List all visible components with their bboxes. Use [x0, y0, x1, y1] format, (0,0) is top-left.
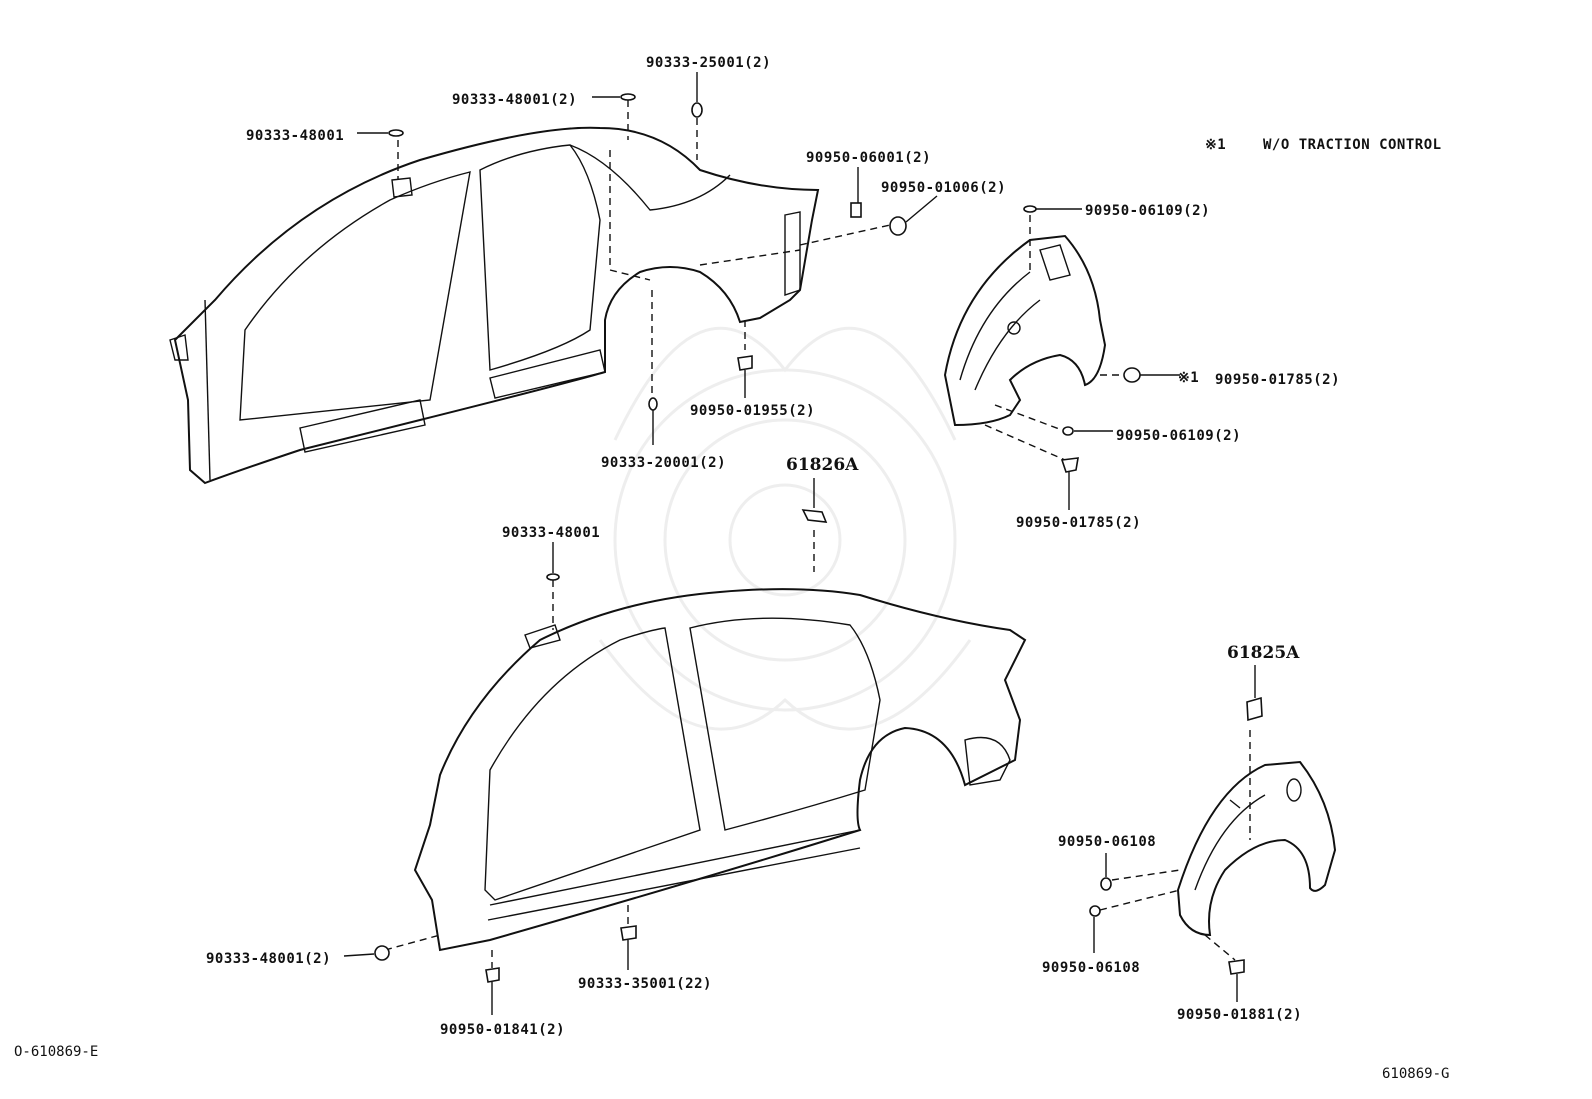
hole-plug-90333-25001: [691, 102, 703, 118]
label-90950-01785-bottom: 90950-01785(2): [1016, 515, 1141, 531]
upper-side-panel: [169, 126, 820, 485]
footer: O-610869-E 610869-G: [14, 1044, 1449, 1082]
footer-right-code: 610869-G: [1382, 1066, 1449, 1082]
label-90333-35001: 90333-35001(22): [578, 976, 712, 992]
plug-90333-48001-mid: [546, 573, 560, 581]
plug-90950-01955: [737, 355, 753, 371]
label-90950-06109-mid: 90950-06109(2): [1116, 428, 1241, 444]
label-90333-25001: 90333-25001(2): [646, 55, 771, 71]
label-90333-48001-2-bottom: 90333-48001(2): [206, 951, 331, 967]
footer-left-code: O-610869-E: [14, 1044, 98, 1060]
plug-90950-01785-bottom: [1060, 457, 1079, 473]
callout-mark: ※1: [1178, 370, 1199, 386]
label-90950-01955: 90950-01955(2): [690, 403, 815, 419]
plug-90950-06108-a: [1100, 877, 1112, 891]
label-90950-01881: 90950-01881(2): [1177, 1007, 1302, 1023]
label-90333-48001-mid: 90333-48001: [502, 525, 600, 541]
plug-90950-01841: [485, 967, 500, 983]
plug-90950-06109-mid: [1062, 426, 1074, 436]
note-text: W/O TRACTION CONTROL: [1263, 137, 1442, 153]
patch-90950-06001: [850, 202, 862, 218]
part-labels: 90333-25001(2) 90333-48001(2) 90333-4800…: [206, 55, 1340, 1038]
plug-90950-01785-right: [1123, 367, 1141, 383]
lower-side-panel: [413, 588, 1027, 952]
watermark-emblem: [598, 326, 972, 731]
plug-90950-01006: [889, 216, 907, 236]
plug-90950-06109-top: [1023, 205, 1037, 213]
label-90950-06109-top: 90950-06109(2): [1085, 203, 1210, 219]
label-61826A: 61826A: [786, 455, 859, 475]
patch-61826A: [801, 509, 828, 523]
label-90950-06108-a: 90950-06108: [1058, 834, 1156, 850]
label-90950-01785-right: 90950-01785(2): [1215, 372, 1340, 388]
callout-lines: [343, 72, 1256, 1015]
upper-wheel-housing: [943, 234, 1107, 427]
label-90950-06001: 90950-06001(2): [806, 150, 931, 166]
plug-90950-01881: [1228, 959, 1245, 975]
label-90333-48001-top: 90333-48001: [246, 128, 344, 144]
label-90333-48001-2-top: 90333-48001(2): [452, 92, 577, 108]
hole-plug-90333-48001-2-top: [620, 93, 636, 101]
plug-90950-06108-b: [1089, 905, 1101, 917]
note-mark: ※1: [1205, 137, 1226, 153]
patch-61825A: [1246, 696, 1263, 722]
hole-plug-90333-48001-top: [388, 129, 404, 137]
leader-lines: [384, 100, 1251, 968]
label-90333-20001: 90333-20001(2): [601, 455, 726, 471]
label-90950-01006: 90950-01006(2): [881, 180, 1006, 196]
note-block: ※1 W/O TRACTION CONTROL ※1: [1178, 137, 1442, 386]
label-90950-06108-b: 90950-06108: [1042, 960, 1140, 976]
plug-90333-35001: [620, 925, 637, 941]
lower-wheel-housing: [1176, 760, 1337, 937]
label-90950-01841: 90950-01841(2): [440, 1022, 565, 1038]
fasteners: [374, 93, 1263, 983]
plug-90333-20001: [648, 397, 658, 411]
plug-90333-48001-2-bottom: [374, 945, 390, 961]
label-61825A: 61825A: [1227, 643, 1300, 663]
